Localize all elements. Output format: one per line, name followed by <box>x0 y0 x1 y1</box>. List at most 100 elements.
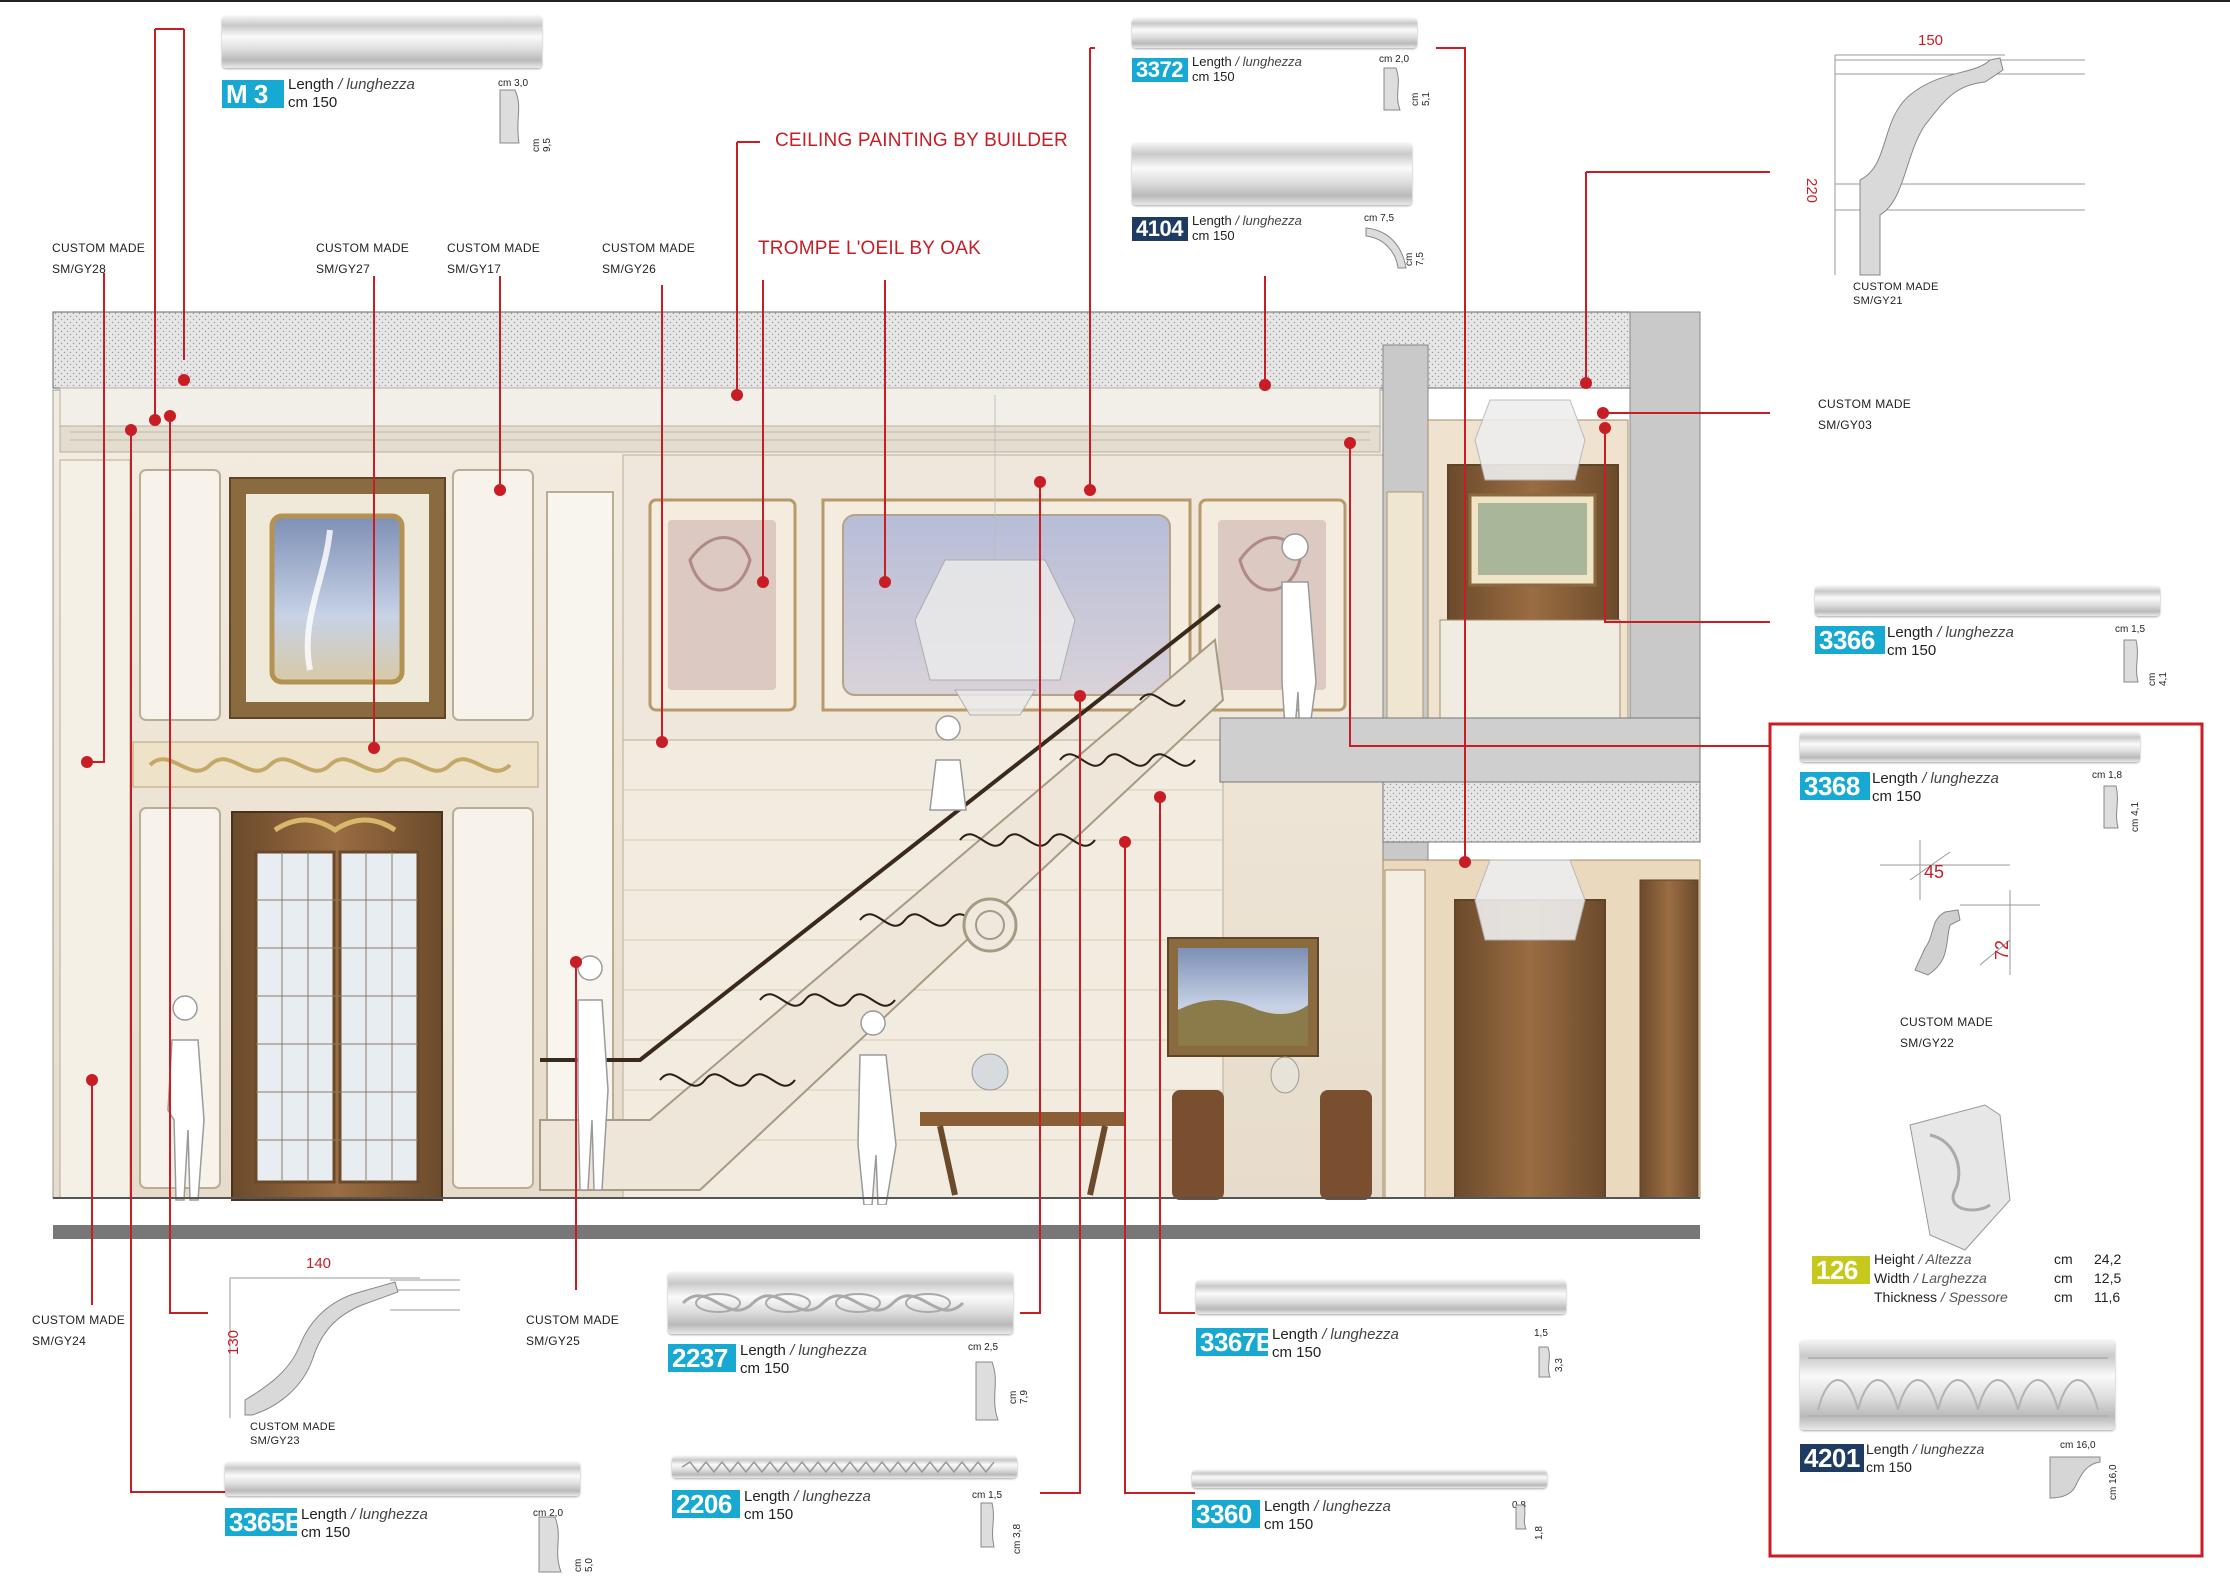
dim-width: cm 7,5 <box>1364 213 1395 224</box>
ornament-pattern <box>681 1293 965 1313</box>
gy22-dim-b: 72 <box>1992 939 2012 960</box>
moulding-strip <box>1132 18 1417 48</box>
dim-width: cm 2,0 <box>1379 54 1410 65</box>
ornament-pattern <box>681 1460 995 1474</box>
profile-section-3360 <box>1515 1504 1527 1530</box>
product-code-badge: 3368 <box>1800 772 1870 800</box>
dim-height: cm 4,1 <box>2147 672 2169 686</box>
profile-section-3367b <box>1538 1346 1551 1378</box>
profile-section-3365b <box>538 1516 562 1573</box>
dim-height: cm 7,9 <box>1008 1390 1030 1404</box>
profile-section-3366 <box>2123 639 2139 683</box>
ornament-pattern <box>1808 1357 2108 1417</box>
dim-height: cm 3,8 <box>1012 1523 1023 1554</box>
product-code-badge: 4104 <box>1132 217 1188 241</box>
ceiling-painting-callout: CEILING PAINTING BY BUILDER <box>775 130 1068 151</box>
dim-width: cm 1,5 <box>2115 624 2146 635</box>
product-code-badge: 3372 <box>1132 58 1188 82</box>
gy21-width-dim: 150 <box>1918 32 1944 49</box>
gy21-height-dim: 220 <box>1803 178 1820 204</box>
product-code-badge: 3365B <box>225 1508 304 1536</box>
dim-width: cm 3,0 <box>498 78 529 89</box>
product-code-badge: 2206 <box>672 1490 740 1518</box>
profile-section-2237 <box>975 1361 999 1421</box>
dim-height: cm 9,5 <box>531 138 553 152</box>
product-code-badge: 3367B <box>1196 1328 1275 1356</box>
profile-section-2206 <box>980 1502 995 1548</box>
product-code-badge: M 3 <box>222 80 284 108</box>
moulding-strip <box>668 1272 1013 1334</box>
product-code-badge: 2237 <box>668 1344 736 1372</box>
dim-height: cm 5,1 <box>1410 92 1432 106</box>
moulding-strip <box>1800 732 2140 762</box>
corbel-code-badge: 126 <box>1812 1256 1870 1284</box>
dim-height: 1,8 <box>1534 1526 1545 1540</box>
moulding-strip <box>222 16 542 68</box>
dim-width: cm 1,5 <box>972 1490 1003 1501</box>
moulding-strip <box>672 1456 1017 1478</box>
gy23-width-dim: 140 <box>306 1255 332 1272</box>
dim-width: cm 2,5 <box>968 1342 999 1353</box>
profile-section-3372 <box>1383 67 1401 111</box>
profile-section-3368 <box>2103 785 2119 829</box>
dim-width: cm 1,8 <box>2092 770 2123 781</box>
trompe-loeil-callout: TROMPE L'OEIL BY OAK <box>758 238 982 259</box>
dim-width: cm 16,0 <box>2060 1440 2096 1451</box>
dim-height: cm 4,1 <box>2130 801 2141 832</box>
moulding-strip <box>225 1462 580 1496</box>
product-code-badge: 4201 <box>1800 1444 1864 1472</box>
gy22-dim-a: 45 <box>1924 862 1945 882</box>
dim-width: 1,5 <box>1534 1328 1548 1339</box>
moulding-strip <box>1815 586 2160 616</box>
dim-height: cm 5,0 <box>573 1558 595 1572</box>
moulding-strip <box>1132 143 1412 205</box>
dim-height: cm 16,0 <box>2108 1464 2119 1500</box>
profile-section-m3 <box>499 89 520 144</box>
dim-width: cm 2,0 <box>533 1508 564 1519</box>
product-code-badge: 3360 <box>1192 1500 1260 1528</box>
profile-section-4104 <box>1365 227 1407 269</box>
profile-section <box>2049 1456 2101 1499</box>
moulding-strip <box>1196 1280 1566 1314</box>
product-code-badge: 3366 <box>1815 626 1885 654</box>
moulding-strip <box>1192 1470 1547 1488</box>
gy23-height-dim: 130 <box>225 1329 242 1355</box>
